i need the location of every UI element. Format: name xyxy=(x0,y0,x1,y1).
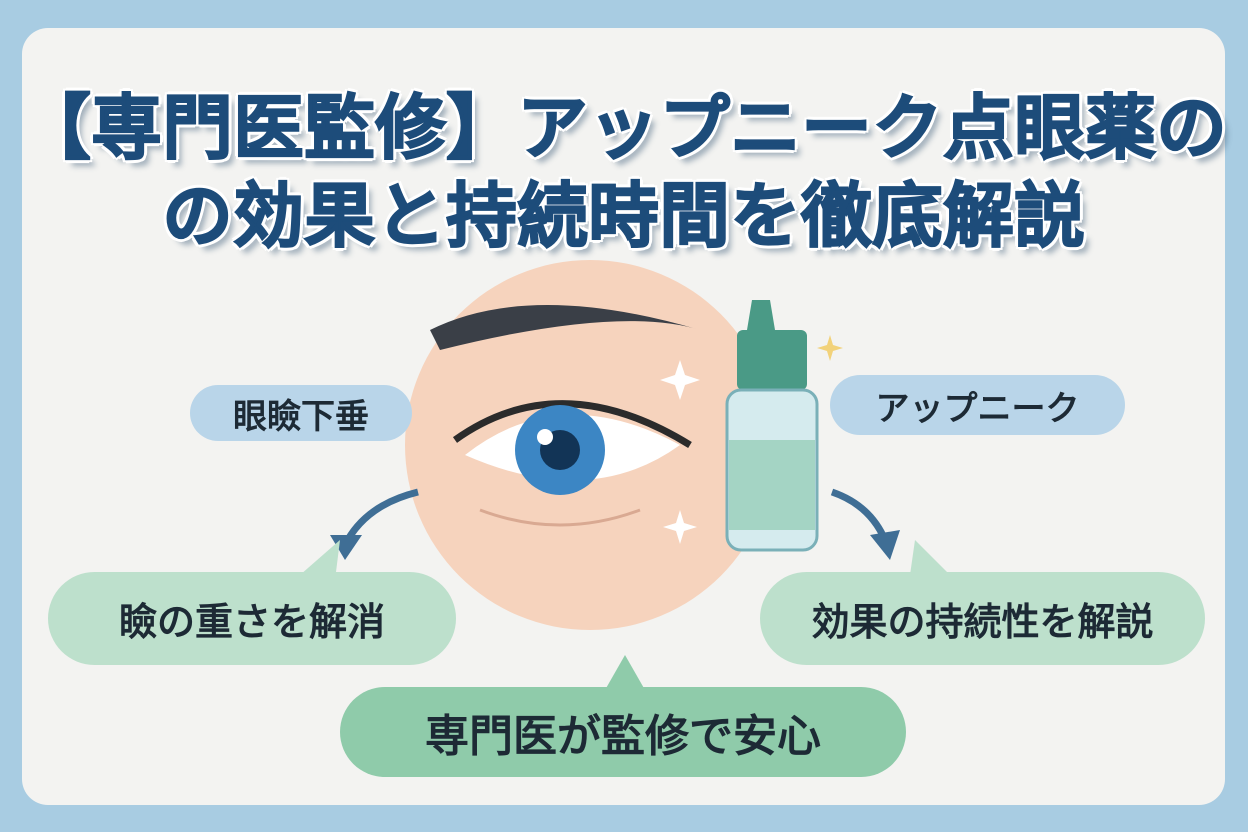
bubble-relieve-heaviness: 瞼の重さを解消 xyxy=(48,572,456,665)
bubble-tail-right xyxy=(910,540,955,580)
label-ptosis: 眼瞼下垂 xyxy=(190,385,412,441)
arrow-left-head-icon xyxy=(330,535,362,560)
bubble-tail-center xyxy=(605,655,645,690)
eye-drop-bottle-icon xyxy=(725,300,819,552)
bubble-duration: 効果の持続性を解説 xyxy=(760,572,1205,665)
label-upneeq: アップニーク xyxy=(830,375,1125,435)
bubble-tail-left xyxy=(300,540,340,580)
arrow-right-icon xyxy=(830,488,889,542)
arrow-right-head-icon xyxy=(870,530,900,560)
bubble-specialist-supervised: 専門医が監修で安心 xyxy=(340,687,906,777)
title-line-1: 【専門医監修】アップニーク点眼薬の xyxy=(20,86,1228,170)
face-icon xyxy=(405,260,775,630)
title-line-2: の効果と持続時間を徹底解説 xyxy=(162,174,1086,258)
sparkle-icon xyxy=(660,335,843,544)
